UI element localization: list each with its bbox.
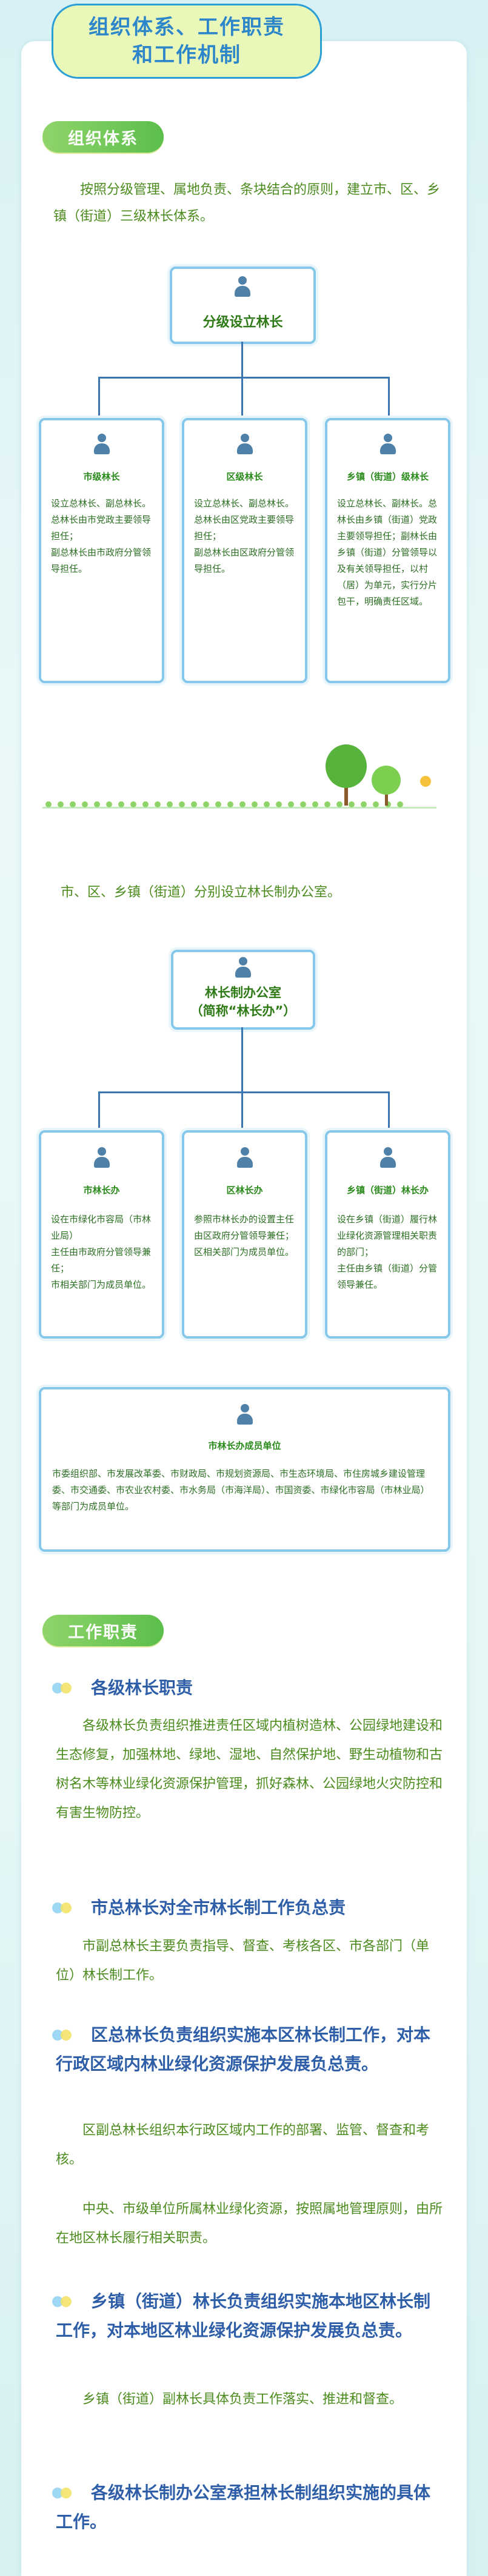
duty-heading: 各级林长职责 [91,1678,193,1698]
connector [388,1091,390,1129]
section-tag-label: 组织体系 [68,129,138,148]
page-title-banner: 组织体系、工作职责 和工作机制 [52,4,322,79]
box-text: 设在市绿化市容局（市林业局） 主任由市政府分管领导兼任； 市相关部门为成员单位。 [51,1214,152,1290]
box-text: 设立总林长、副林长。总林长由乡镇（街道）党政主要领导担任；副林长由乡镇（街道）分… [337,498,438,607]
person-icon [378,1147,398,1169]
connector [98,1091,100,1129]
box-title: 市林长办 [83,1185,120,1196]
person-icon [235,1404,255,1426]
person-icon [92,1147,112,1169]
connector [241,1091,243,1129]
duty-body: 各级林长负责组织推进责任区域内植树造林、公园绿地建设和生态修复，加强林地、绿地、… [56,1718,443,1821]
top-box-graded-chiefs: 分级设立林长 [170,267,316,344]
bullet-icon [52,1901,79,1915]
section-tag-organization: 组织体系 [42,121,164,153]
duty-body: 市副总林长主要负责指导、督查、考核各区、市各部门（单位）林长制工作。 [56,1939,430,1983]
duty-body: 区副总林长组织本行政区域内工作的部署、监管、督查和考核。 [56,2123,430,2167]
duty-body: 乡镇（街道）副林长具体负责工作落实、推进和督查。 [82,2392,403,2407]
top-box-title: 分级设立林长 [202,315,283,330]
connector [98,377,100,417]
person-icon [233,957,253,979]
org-intro: 按照分级管理、属地负责、条块结合的原则，建立市、区、乡镇（街道）三级林长体系。 [53,182,441,224]
office-box-title: 林长制办公室 （简称“林长办”） [190,985,296,1018]
section-tag-duties: 工作职责 [42,1615,164,1646]
box-title: 区林长办 [226,1185,263,1196]
section-tag-label: 工作职责 [68,1623,138,1642]
box-text: 设立总林长、副总林长。 总林长由区党政主要领导担任； 副总林长由区政府分管领导担… [194,498,295,574]
office-intro: 市、区、乡镇（街道）分别设立林长制办公室。 [61,885,341,900]
box-title: 乡镇（街道）级林长 [346,471,429,482]
duty-heading: 乡镇（街道）林长负责组织实施本地区林长制工作，对本地区林业绿化资源保护发展负总责… [56,2291,431,2340]
bullet-icon [52,1681,79,1695]
duty-body: 中央、市级单位所属林业绿化资源，按照属地管理原则，由所在地区林长履行相关职责。 [56,2202,443,2246]
bullet-icon [52,2486,79,2500]
person-icon [233,276,252,298]
box-member-units: 市林长办成员单位 市委组织部、市发展改革委、市财政局、市规划资源局、市生态环境局… [39,1387,450,1552]
box-city-office: 市林长办 设在市绿化市容局（市林业局） 主任由市政府分管领导兼任； 市相关部门为… [39,1130,164,1339]
box-district-office: 区林长办 参照市林长办的设置主任由区政府分管领导兼任； 区相关部门为成员单位。 [182,1130,307,1339]
box-town-chief: 乡镇（街道）级林长 设立总林长、副林长。总林长由乡镇（街道）党政主要领导担任；副… [325,418,450,683]
page-title: 组织体系、工作职责 和工作机制 [89,15,285,67]
connector [241,377,243,417]
bullet-icon [52,2294,79,2309]
connector [241,342,243,378]
top-box-office: 林长制办公室 （简称“林长办”） [171,950,315,1030]
duty-heading: 区总林长负责组织实施本区林长制工作，对本行政区域内林业绿化资源保护发展负总责。 [56,2025,431,2074]
connector [388,377,390,417]
box-text: 设立总林长、副总林长。 总林长由市党政主要领导担任； 副总林长由市政府分管领导担… [51,498,152,574]
box-text: 参照市林长办的设置主任由区政府分管领导兼任； 区相关部门为成员单位。 [194,1214,295,1257]
connector [98,1091,389,1093]
box-text: 设在乡镇（街道）履行林业绿化资源管理相关职责的部门； 主任由乡镇（街道）分管领导… [337,1214,438,1290]
box-title: 市林长办成员单位 [208,1440,281,1451]
person-icon [235,1147,255,1169]
box-town-office: 乡镇（街道）林长办 设在乡镇（街道）履行林业绿化资源管理相关职责的部门； 主任由… [325,1130,450,1339]
box-district-chief: 区级林长 设立总林长、副总林长。 总林长由区党政主要领导担任； 副总林长由区政府… [182,418,307,683]
connector [241,1027,243,1093]
box-city-chief: 市级林长 设立总林长、副总林长。 总林长由市党政主要领导担任； 副总林长由市政府… [39,418,164,683]
person-icon [92,434,112,455]
box-text: 市委组织部、市发展改革委、市财政局、市规划资源局、市生态环境局、市住房城乡建设管… [52,1468,430,1512]
trees-illustration [42,744,436,809]
person-icon [235,434,255,455]
bullet-icon [52,2028,79,2042]
duty-heading: 市总林长对全市林长制工作负总责 [91,1898,346,1918]
decorative-trees [42,739,436,812]
connector [98,377,389,379]
box-title: 乡镇（街道）林长办 [346,1185,429,1196]
box-title: 市级林长 [83,471,120,482]
box-title: 区级林长 [226,471,263,482]
person-icon [378,434,398,455]
duty-heading: 各级林长制办公室承担林长制组织实施的具体工作。 [56,2483,431,2532]
